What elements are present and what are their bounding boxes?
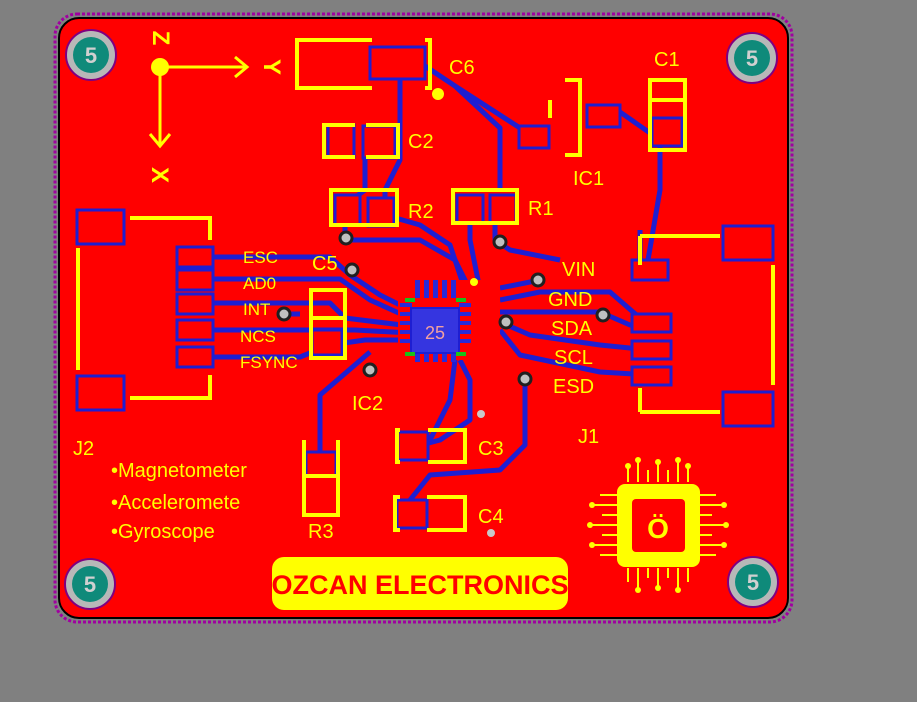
label-c6: C6 — [449, 57, 475, 79]
j1-pin-sda: SDA — [551, 318, 593, 340]
feature-item: •Magnetometer — [111, 460, 247, 482]
smd-pads — [75, 45, 775, 530]
pin1-dot — [470, 278, 478, 286]
j1-pin-scl: SCL — [554, 347, 593, 369]
silkscreen-outlines — [76, 38, 775, 532]
axis-x-label: X — [146, 167, 173, 183]
axis-indicator: Z Y X — [146, 31, 285, 183]
hole-label: 5 — [85, 43, 97, 68]
label-r2: R2 — [408, 201, 434, 223]
label-r3: R3 — [308, 521, 334, 543]
label-j2: J2 — [73, 438, 94, 460]
label-c3: C3 — [478, 438, 504, 460]
j1-pin-labels: VIN GND SDA SCL ESD — [548, 259, 595, 398]
hole-label: 5 — [84, 572, 96, 597]
j2-pin-ad0: AD0 — [243, 274, 276, 293]
hole-label: 5 — [747, 570, 759, 595]
j2-pin-int: INT — [243, 300, 270, 319]
brand-banner: OZCAN ELECTRONICS — [272, 557, 569, 610]
j2-pin-ncs: NCS — [240, 327, 276, 346]
label-c5: C5 — [312, 253, 338, 275]
feature-list: •Magnetometer •Acceleromete •Gyroscope — [111, 460, 247, 543]
mounting-hole-top-left: 5 — [65, 29, 117, 81]
ic2-marking: 25 — [425, 323, 445, 343]
label-j1: J1 — [578, 426, 599, 448]
feature-item: •Gyroscope — [111, 521, 215, 543]
j1-pin-esd: ESD — [553, 376, 594, 398]
j1-pin-gnd: GND — [548, 289, 592, 311]
j1-pin-vin: VIN — [562, 259, 595, 281]
polarity-dot — [432, 88, 444, 100]
hole-label: 5 — [746, 46, 758, 71]
mounting-hole-top-right: 5 — [726, 32, 778, 84]
j2-pin-labels: ESC AD0 INT NCS FSYNC — [240, 248, 298, 372]
j2-pin-esc: ESC — [243, 248, 278, 267]
mounting-hole-bottom-right: 5 — [727, 556, 779, 608]
label-c1: C1 — [654, 49, 680, 71]
label-c4: C4 — [478, 506, 504, 528]
designator-labels: C6 C1 C2 IC1 R2 R1 C5 IC2 C3 C4 R3 J1 J2 — [73, 49, 680, 543]
mounting-hole-bottom-left: 5 — [64, 558, 116, 610]
j2-pin-fsync: FSYNC — [240, 353, 298, 372]
brand-text: OZCAN ELECTRONICS — [272, 570, 569, 600]
logo-glyph: Ö — [647, 513, 669, 544]
microchip-logo-icon: Ö — [587, 457, 729, 593]
vias — [276, 230, 611, 387]
axis-z-label: Z — [147, 31, 174, 46]
axis-y-label: Y — [258, 59, 285, 75]
label-r1: R1 — [528, 198, 554, 220]
board-outline — [53, 12, 794, 624]
label-ic1: IC1 — [573, 168, 604, 190]
ic2-qfn-package: 25 — [398, 280, 500, 362]
small-vias — [477, 410, 495, 537]
ic2-body — [410, 307, 460, 354]
feature-item: •Acceleromete — [111, 492, 240, 514]
label-c2: C2 — [408, 131, 434, 153]
label-ic2: IC2 — [352, 393, 383, 415]
